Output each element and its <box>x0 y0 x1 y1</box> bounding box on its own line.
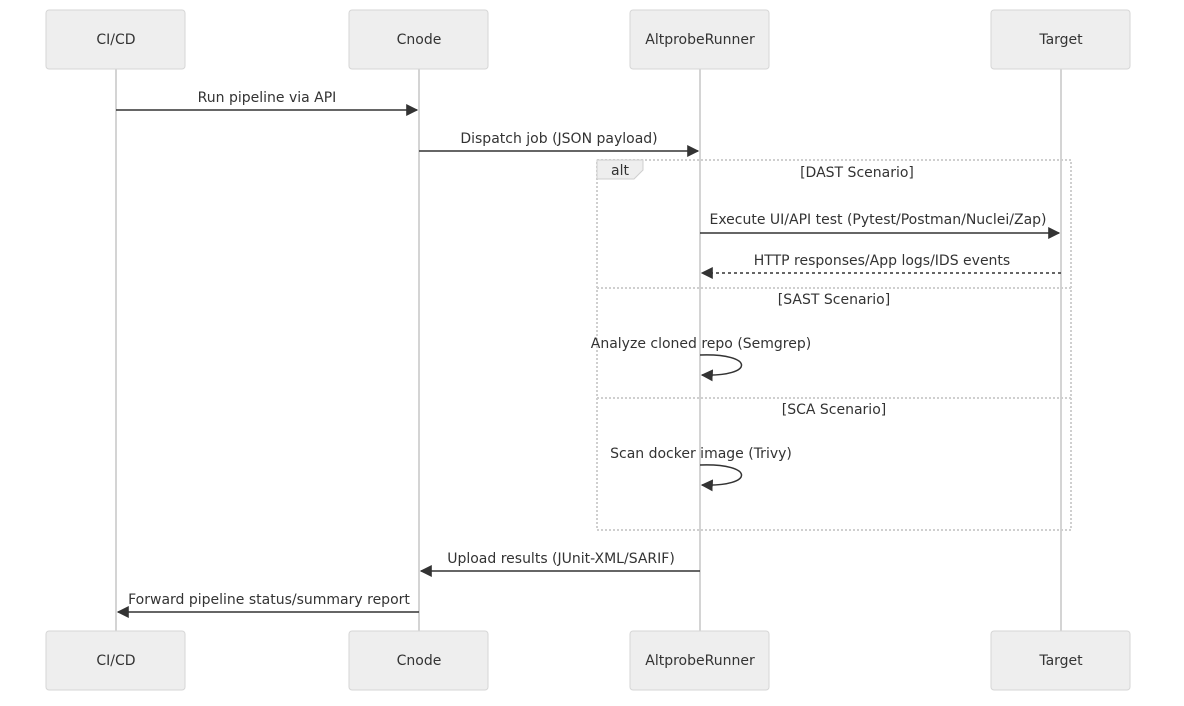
message-label-http-responses: HTTP responses/App logs/IDS events <box>754 253 1010 269</box>
message-arrow-analyze-repo <box>699 354 743 382</box>
actor-bottom-runner-box <box>629 630 770 691</box>
actor-bottom-target: Target <box>990 630 1131 691</box>
message-label-execute-test: Execute UI/API test (Pytest/Postman/Nucl… <box>709 212 1046 228</box>
message-label-dispatch-job: Dispatch job (JSON payload) <box>460 131 657 147</box>
actor-top-target-label: Target <box>1038 32 1083 48</box>
actor-bottom-runner: AltprobeRunner <box>629 630 770 691</box>
actor-top-cnode: Cnode <box>348 9 489 70</box>
messages: Run pipeline via API Dispatch job (JSON … <box>116 90 1061 618</box>
message-label-scan-image: Scan docker image (Trivy) <box>610 446 792 462</box>
actor-bottom-cnode-box <box>348 630 489 691</box>
actor-top-cnode-label: Cnode <box>397 32 442 48</box>
actor-top-cicd-box <box>45 9 186 70</box>
actor-top-target-box <box>990 9 1131 70</box>
actors-bottom: CI/CD Cnode AltprobeRunner Target <box>45 630 1131 691</box>
alt-frame: alt [DAST Scenario] [SAST Scenario] [SCA… <box>596 159 1072 531</box>
alt-keyword: alt <box>611 163 629 179</box>
actor-bottom-target-label: Target <box>1038 653 1083 669</box>
actor-top-runner-box <box>629 9 770 70</box>
alt-frame-tab <box>596 159 644 180</box>
alt-section-label-sast: [SAST Scenario] <box>778 292 890 308</box>
actor-bottom-cicd-label: CI/CD <box>96 653 135 669</box>
actor-bottom-cnode-label: Cnode <box>397 653 442 669</box>
actor-top-runner-label: AltprobeRunner <box>645 32 755 48</box>
actor-top-runner: AltprobeRunner <box>629 9 770 70</box>
message-label-run-pipeline: Run pipeline via API <box>198 90 337 106</box>
message-label-forward-status: Forward pipeline status/summary report <box>128 592 410 608</box>
message-label-upload-results: Upload results (JUnit-XML/SARIF) <box>447 551 675 567</box>
message-label-analyze-repo: Analyze cloned repo (Semgrep) <box>591 336 811 352</box>
actor-bottom-runner-label: AltprobeRunner <box>645 653 755 669</box>
lifelines <box>115 69 1062 631</box>
alt-section-label-sca: [SCA Scenario] <box>782 402 886 418</box>
message-arrow-scan-image <box>699 464 743 492</box>
actor-bottom-cicd-box <box>45 630 186 691</box>
actor-top-target: Target <box>990 9 1131 70</box>
actors-top: CI/CD Cnode AltprobeRunner Target <box>45 9 1131 70</box>
actor-bottom-target-box <box>990 630 1131 691</box>
actor-top-cicd-label: CI/CD <box>96 32 135 48</box>
actor-bottom-cicd: CI/CD <box>45 630 186 691</box>
alt-frame-border <box>596 159 1072 531</box>
actor-top-cicd: CI/CD <box>45 9 186 70</box>
actor-top-cnode-box <box>348 9 489 70</box>
actor-bottom-cnode: Cnode <box>348 630 489 691</box>
alt-section-label-dast: [DAST Scenario] <box>800 165 914 181</box>
